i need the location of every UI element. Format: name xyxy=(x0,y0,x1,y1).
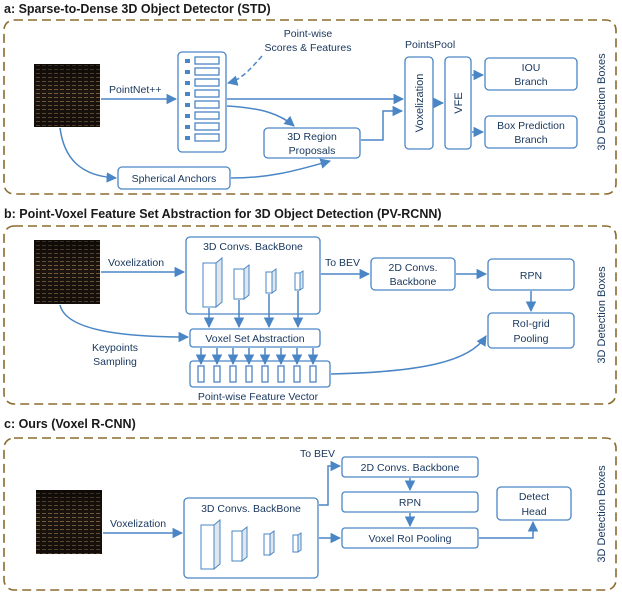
panel-b-roigrid-box xyxy=(487,312,575,349)
panel-a-spherical-label: Spherical Anchors xyxy=(132,173,217,185)
panel-c-rpn-label: RPN xyxy=(399,497,421,509)
panel-c-backbone-cubes xyxy=(200,518,302,571)
panel-b-pwfv-cells xyxy=(197,365,317,383)
panel-c-lidar-image xyxy=(36,490,102,554)
panel-a-iou-label-1: IOU xyxy=(522,62,541,74)
panel-a-iou-branch-box xyxy=(484,57,578,91)
panel-c-2d-conv-label: 2D Convs. Backbone xyxy=(361,462,460,474)
panel-b-lidar-image xyxy=(34,240,100,304)
panel-b-frame xyxy=(3,225,617,405)
panel-a-region-label-2: Proposals xyxy=(289,145,336,157)
panel-b-arrow-keypoints xyxy=(59,304,190,343)
panel-a-pointnet-label: PointNet++ xyxy=(109,84,162,96)
panel-a-voxelization-box xyxy=(404,56,434,150)
panel-c-rpn-box xyxy=(341,491,479,513)
panel-a-lidar-image xyxy=(34,64,100,127)
panel-c-backbone-label: 3D Convs. BackBone xyxy=(201,503,301,515)
panel-a-feature-stack xyxy=(177,51,227,153)
panel-a-vfe-label: VFE xyxy=(453,92,465,113)
panel-b-to-bev-label: To BEV xyxy=(325,257,360,269)
panel-a-voxelization-label: Voxelization xyxy=(414,74,426,133)
panel-b-rpn-box xyxy=(487,258,575,291)
panel-b-backbone-label: 3D Convs. BackBone xyxy=(203,241,303,253)
panel-b-title: b: Point-Voxel Feature Set Abstraction f… xyxy=(4,207,442,221)
panel-a-iou-label-2: Branch xyxy=(514,76,547,88)
panel-b-2d-conv-box xyxy=(370,257,456,291)
panel-b-backbone-cubes xyxy=(202,256,304,309)
panel-c-to-bev-label: To BEV xyxy=(300,448,335,460)
panel-b-pwfv-box xyxy=(189,360,331,388)
panel-c-detect-label-1: Detect xyxy=(519,491,549,503)
panel-c-frame xyxy=(3,437,617,591)
panel-c-arrow-to-detect-head xyxy=(479,520,539,539)
panel-b-vsa-label: Voxel Set Abstraction xyxy=(205,333,304,345)
panel-b-2d-conv-label-2: Backbone xyxy=(390,276,437,288)
panel-a-arrow-proposals-to-voxelization xyxy=(361,105,404,141)
panel-b-roigrid-label-1: RoI-grid xyxy=(512,318,550,330)
panel-b-2d-conv-label-1: 2D Convs. xyxy=(388,262,437,274)
panel-a-pointwise-label-2: Scores & Features xyxy=(265,42,352,54)
panel-a-pointwise-label-1: Point-wise xyxy=(284,28,333,40)
panel-a-frame xyxy=(3,19,617,195)
panel-a-boxpred-label-2: Branch xyxy=(514,134,547,146)
panel-a-region-label-1: 3D Region xyxy=(287,131,337,143)
panel-b-vsa-box xyxy=(189,328,321,348)
panel-a-arrow-anchors-to-proposals xyxy=(230,158,332,179)
panel-a-boxpred-label-1: Box Prediction xyxy=(497,120,565,132)
panel-a-region-proposals-box xyxy=(263,127,361,159)
panel-b-output-label: 3D Detection Boxes xyxy=(596,266,608,364)
panel-a-title: a: Sparse-to-Dense 3D Object Detector (S… xyxy=(4,2,271,16)
panel-c-2d-conv-box xyxy=(341,456,479,478)
panel-a-spherical-anchors-box xyxy=(117,166,231,190)
panel-b-keypoints-label-2: Sampling xyxy=(93,356,137,368)
panel-c-arrow-to-bev xyxy=(319,460,342,506)
panel-c-detect-label-2: Head xyxy=(521,506,546,518)
panel-a-pointspool-label: PointsPool xyxy=(405,39,455,51)
panel-b-arrow-pwfv-to-roigrid xyxy=(330,335,487,375)
panel-a-dashed-arrow-pointwise xyxy=(226,55,263,86)
panel-a-vfe-box xyxy=(444,56,472,150)
panel-b-pwfv-label: Point-wise Feature Vector xyxy=(198,391,319,403)
panel-b-roigrid-label-2: Pooling xyxy=(513,333,548,345)
panel-c-roipool-label: Voxel RoI Pooling xyxy=(369,533,452,545)
panel-a-output-label: 3D Detection Boxes xyxy=(596,53,608,151)
panel-b-rpn-label: RPN xyxy=(520,270,542,282)
panel-c-title: c: Ours (Voxel R-CNN) xyxy=(4,417,136,431)
panel-a-arrow-to-proposals xyxy=(226,105,295,127)
panel-b-voxelization-label: Voxelization xyxy=(108,257,164,269)
panel-c-roipool-box xyxy=(341,527,479,549)
panel-c-voxelization-label: Voxelization xyxy=(110,518,166,530)
panel-c-output-label: 3D Detection Boxes xyxy=(596,465,608,563)
panel-a-box-prediction-box xyxy=(484,115,578,149)
panel-c-detect-head-box xyxy=(496,486,572,521)
panel-b-keypoints-label-1: Keypoints xyxy=(92,342,138,354)
panel-a-arrow-to-anchors xyxy=(59,127,118,183)
